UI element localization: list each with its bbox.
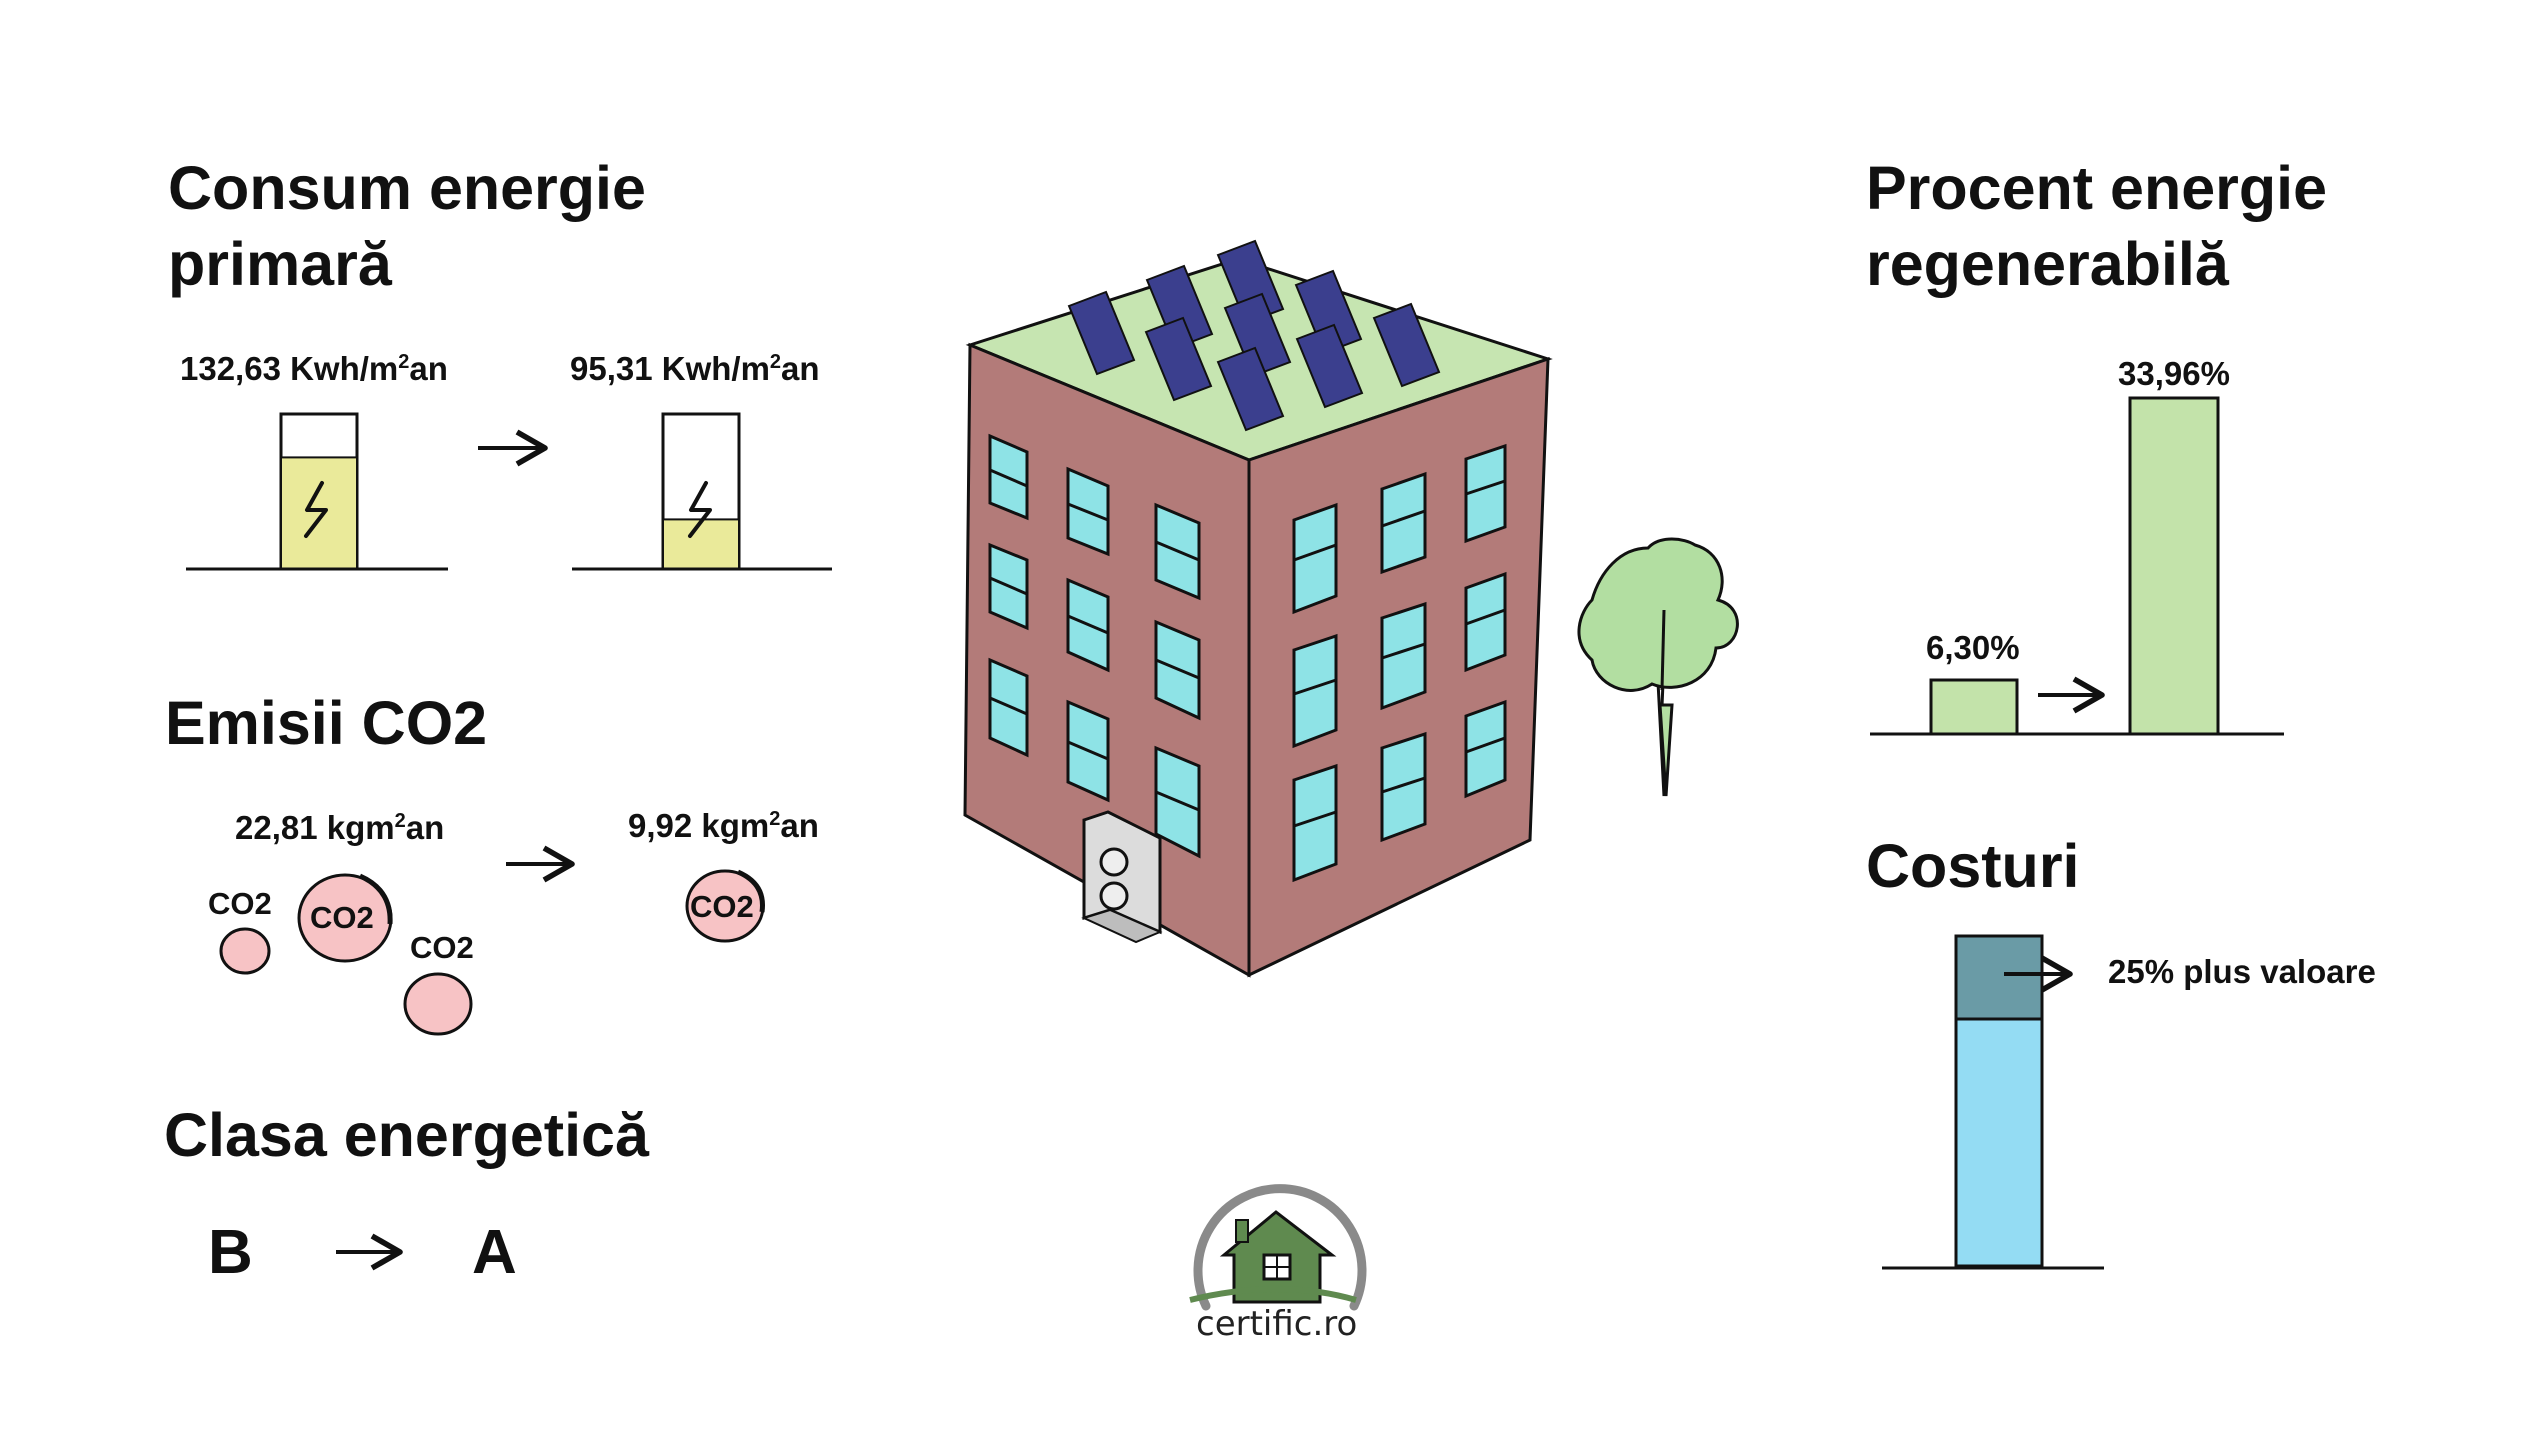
emisii-title: Emisii CO2 <box>165 689 488 757</box>
costuri-title: Costuri <box>1866 832 2080 900</box>
procent-bar-before <box>1929 678 2019 736</box>
certific-logo <box>1189 1184 1367 1311</box>
consum-before-label: 132,63 Kwh/m2an <box>180 350 448 387</box>
co2-bubble-after <box>685 869 765 943</box>
procent-before-label: 6,30% <box>1926 629 2020 666</box>
cost-bar-base <box>1954 1017 2044 1268</box>
consum-title-line1: Consum energie <box>168 154 646 222</box>
clasa-from: B <box>208 1218 253 1287</box>
battery-before-fill <box>280 456 358 570</box>
clasa-title: Clasa energetică <box>164 1101 649 1169</box>
co2-bubble-label-small: CO2 <box>208 886 272 921</box>
co2-bubble-label-right: CO2 <box>410 930 474 965</box>
procent-title-line2: regenerabilă <box>1866 230 2229 298</box>
heat-pump-unit <box>1081 810 1163 944</box>
consum-after-label: 95,31 Kwh/m2an <box>570 350 820 387</box>
costuri-chart <box>1882 934 2104 1270</box>
procent-chart <box>1870 396 2284 736</box>
cost-bar-top <box>1954 934 2044 1021</box>
lightning-icon <box>688 481 712 538</box>
procent-after-label: 33,96% <box>2118 355 2230 392</box>
building-illustration <box>963 239 1553 978</box>
battery-after <box>572 412 832 571</box>
consum-title: Consum energie primară <box>168 150 646 302</box>
procent-title: Procent energie regenerabilă <box>1866 150 2327 302</box>
right-windows <box>1292 443 1507 883</box>
battery-before <box>186 412 448 571</box>
consum-title-line2: primară <box>168 230 392 298</box>
co2-bubbles-before <box>219 873 473 1036</box>
procent-bar-after <box>2128 396 2220 736</box>
costuri-note: 25% plus valoare <box>2108 953 2376 990</box>
battery-after-fill <box>662 518 740 571</box>
procent-title-line1: Procent energie <box>1866 154 2328 222</box>
logo-text: certific.ro <box>1196 1304 1358 1344</box>
co2-bubble-label-center: CO2 <box>310 900 374 935</box>
co2-bubble-label-after: CO2 <box>690 889 754 924</box>
tree-illustration <box>1577 537 1739 797</box>
emisii-before-label: 22,81 kgm2an <box>235 809 445 846</box>
lightning-icon <box>304 481 328 538</box>
emisii-after-label: 9,92 kgm2an <box>628 807 819 844</box>
solar-panels <box>1067 239 1441 432</box>
clasa-to: A <box>472 1218 517 1287</box>
